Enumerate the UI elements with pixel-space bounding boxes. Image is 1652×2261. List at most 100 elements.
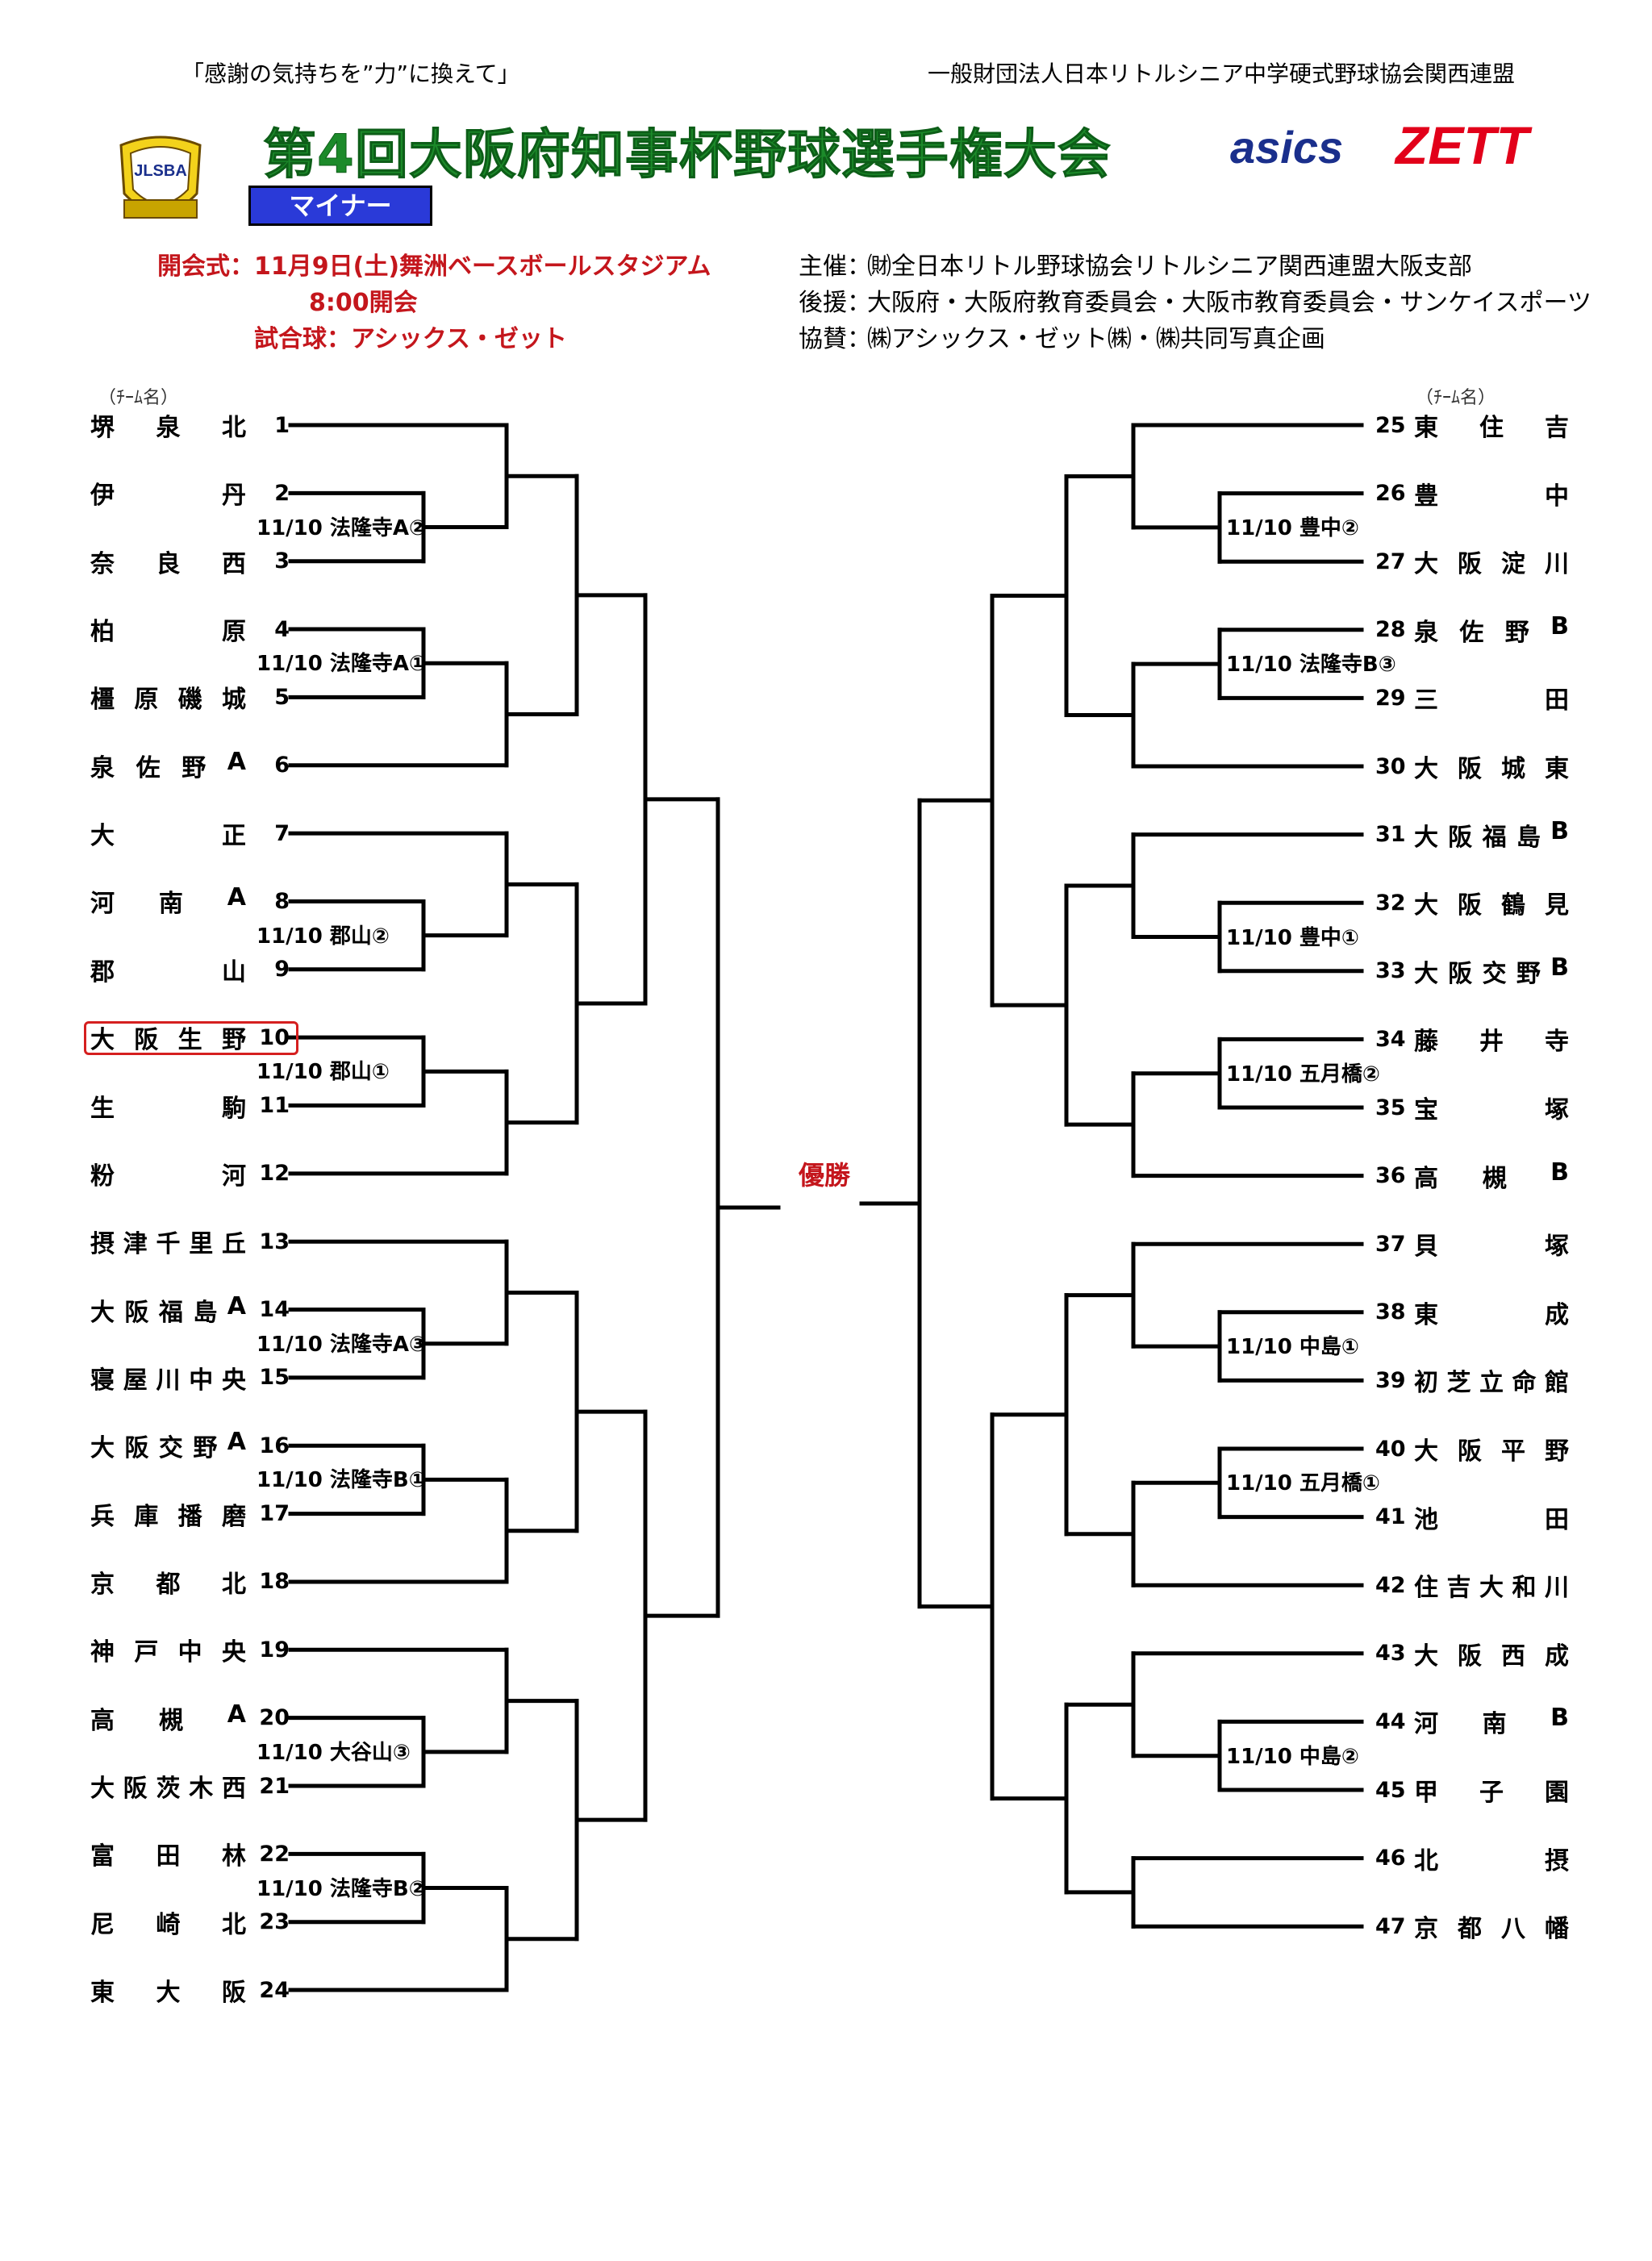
game-schedule-label: 11/10 郡山① xyxy=(257,1060,390,1085)
team-name: 京都北 xyxy=(90,1570,246,1599)
team-name: 大阪平野 xyxy=(1414,1437,1569,1466)
host-label: 主催： xyxy=(799,252,871,281)
column-header-right: （ﾁｰﾑ名） xyxy=(1416,388,1496,408)
team-name: 京都八幡 xyxy=(1414,1915,1569,1944)
team-number: 29 xyxy=(1375,685,1406,711)
team-name: 東成 xyxy=(1414,1300,1569,1329)
team-number: 40 xyxy=(1375,1436,1406,1462)
highlight-box xyxy=(84,1021,298,1056)
team-number: 35 xyxy=(1375,1095,1406,1120)
team-number: 44 xyxy=(1375,1708,1406,1734)
team-name: 貝塚 xyxy=(1414,1233,1569,1262)
team-number: 32 xyxy=(1375,890,1406,916)
team-row: 40 大阪平野 xyxy=(1375,1433,1569,1466)
game-schedule-label: 11/10 中島② xyxy=(1226,1744,1359,1769)
game-schedule-label: 11/10 五月橋② xyxy=(1226,1062,1380,1087)
league-emblem-logo: JLSBA xyxy=(113,129,208,234)
team-name: 郡山 xyxy=(90,957,246,987)
team-number: 23 xyxy=(259,1909,290,1935)
team-number: 8 xyxy=(274,888,290,914)
team-number: 28 xyxy=(1375,617,1406,643)
game-schedule-label: 11/10 法隆寺A① xyxy=(257,652,428,677)
team-number: 41 xyxy=(1375,1504,1406,1530)
support-text: 大阪府・大阪府教育委員会・大阪市教育委員会・サンケイスポーツ xyxy=(867,289,1592,317)
team-number: 24 xyxy=(259,1977,290,2003)
team-number: 6 xyxy=(274,753,290,778)
support-label: 後援： xyxy=(799,289,871,317)
team-name: 大正 xyxy=(90,822,246,851)
team-number: 30 xyxy=(1375,753,1406,779)
team-name: 北摂 xyxy=(1414,1846,1569,1875)
team-number: 22 xyxy=(259,1841,290,1867)
team-row: 堺泉北 1 xyxy=(90,409,290,443)
team-row: 46 北摂 xyxy=(1375,1842,1569,1875)
team-number: 36 xyxy=(1375,1163,1406,1189)
team-name: 富田林 xyxy=(90,1842,246,1871)
team-name: 大阪茨木西 xyxy=(90,1775,246,1803)
team-row: 29 三田 xyxy=(1375,682,1569,715)
team-number: 5 xyxy=(274,684,290,710)
game-schedule-label: 11/10 法隆寺B③ xyxy=(1226,653,1396,678)
team-number: 14 xyxy=(259,1297,290,1323)
team-name: 三田 xyxy=(1414,686,1569,715)
team-number: 25 xyxy=(1375,412,1406,438)
team-row: 42 住吉大和川 xyxy=(1375,1569,1569,1603)
team-number: 33 xyxy=(1375,958,1406,984)
team-name: 大阪生野 xyxy=(90,1026,246,1055)
team-number: 42 xyxy=(1375,1572,1406,1598)
team-number: 39 xyxy=(1375,1367,1406,1393)
team-number: 37 xyxy=(1375,1231,1406,1257)
team-name: 堺泉北 xyxy=(90,414,246,442)
team-number: 12 xyxy=(259,1161,290,1187)
team-number: 38 xyxy=(1375,1299,1406,1325)
team-row: 富田林 22 xyxy=(90,1838,290,1871)
team-row: 37 貝塚 xyxy=(1375,1228,1569,1262)
team-number: 1 xyxy=(274,412,290,438)
team-name: 摂津千里丘 xyxy=(90,1230,246,1259)
cosponsor-text: ㈱アシックス・ゼット㈱・㈱共同写真企画 xyxy=(867,325,1325,353)
team-name: 甲子園 xyxy=(1414,1779,1569,1807)
team-number: 17 xyxy=(259,1501,290,1527)
game-schedule-label: 11/10 法隆寺B② xyxy=(257,1876,427,1901)
game-schedule-label: 11/10 法隆寺B① xyxy=(257,1468,427,1493)
team-number: 11 xyxy=(259,1093,290,1118)
team-number: 7 xyxy=(274,820,290,846)
team-name: 住吉大和川 xyxy=(1414,1574,1569,1603)
team-number: 4 xyxy=(274,616,290,642)
team-name: 大阪城東 xyxy=(1414,755,1569,783)
team-name: 尼崎北 xyxy=(90,1910,246,1939)
team-number: 46 xyxy=(1375,1846,1406,1871)
team-name: 藤井寺 xyxy=(1414,1028,1569,1057)
opening-ceremony: 開会式：11月9日(土)舞洲ベースボールスタジアム xyxy=(157,252,711,281)
